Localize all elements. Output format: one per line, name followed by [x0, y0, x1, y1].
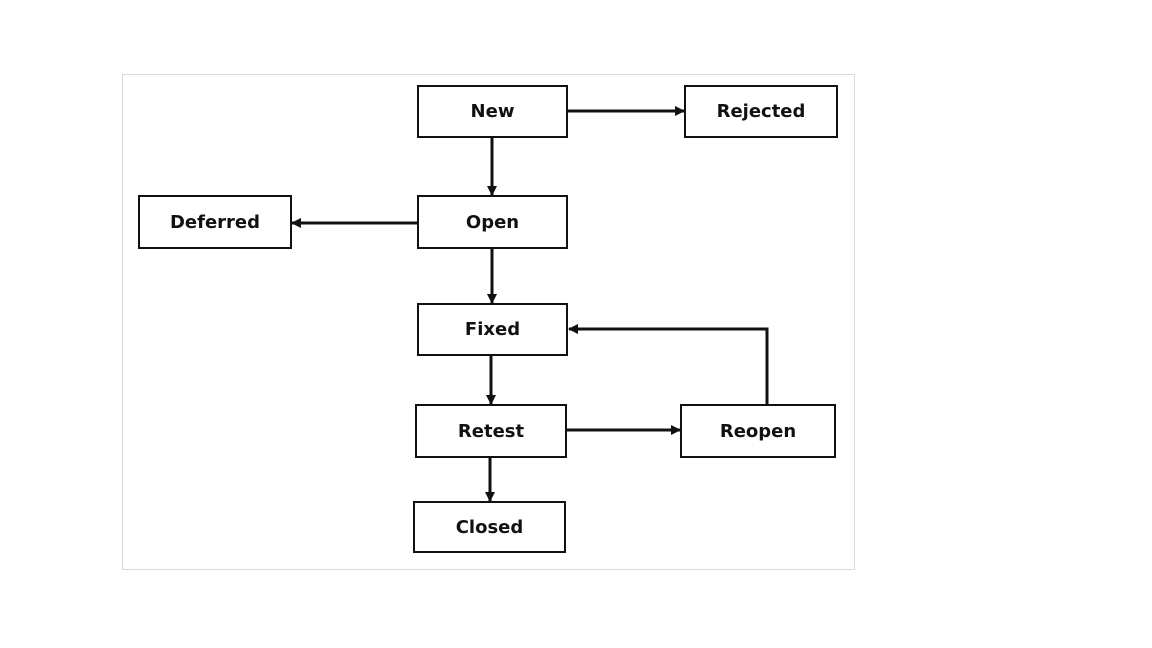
node-fixed-label: Fixed: [464, 319, 521, 340]
node-deferred: Deferred: [138, 195, 292, 249]
node-retest: Retest: [415, 404, 567, 458]
node-deferred-label: Deferred: [169, 211, 261, 233]
node-open-label: Open: [465, 211, 520, 233]
node-retest-label: Retest: [457, 420, 525, 442]
node-new-label: New: [470, 101, 515, 122]
node-reopen-label: Reopen: [719, 420, 797, 442]
node-fixed: Fixed: [417, 303, 568, 356]
node-reopen: Reopen: [680, 404, 836, 458]
node-closed-label: Closed: [455, 516, 524, 538]
node-new: New: [417, 85, 568, 138]
node-open: Open: [417, 195, 568, 249]
node-rejected-label: Rejected: [716, 101, 806, 122]
node-rejected: Rejected: [684, 85, 838, 138]
node-closed: Closed: [413, 501, 566, 553]
